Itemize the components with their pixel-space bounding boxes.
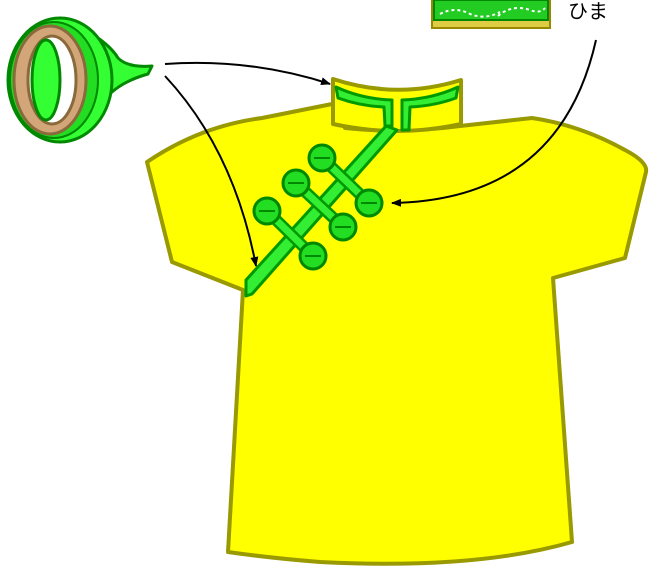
fabric-swatch-icon: [432, 0, 550, 28]
annotation-label: ひま: [568, 0, 608, 23]
collar: [333, 79, 461, 131]
bias-tape-roll-icon: [8, 18, 152, 142]
collar-band: [333, 79, 461, 131]
shirt-body: [147, 104, 646, 564]
shirt: [147, 104, 646, 564]
knot-button-5: [254, 198, 280, 224]
knot-button-4: [330, 214, 356, 240]
knot-button-6: [300, 243, 326, 269]
knot-button-2: [356, 190, 382, 216]
knot-button-1: [309, 145, 335, 171]
knot-button-3: [283, 170, 309, 196]
arrow-tape-to-collar: [165, 63, 330, 84]
